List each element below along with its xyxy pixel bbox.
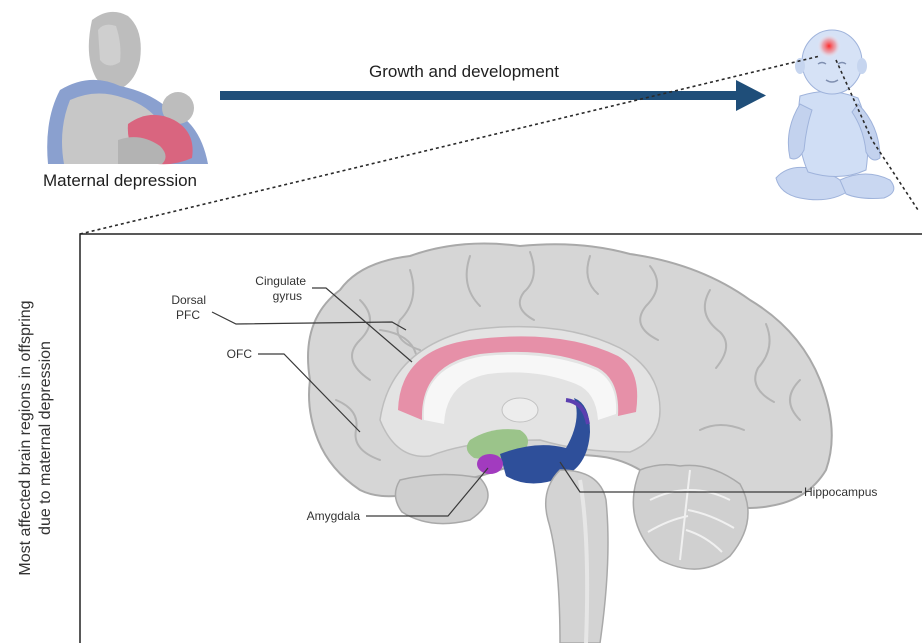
baby-icon <box>776 30 894 200</box>
cingulate-label-line2: gyrus <box>273 289 302 303</box>
cingulate-label-line1: Cingulate <box>255 274 306 288</box>
hippocampus-label: Hippocampus <box>804 485 877 499</box>
amygdala-region <box>477 454 503 474</box>
growth-development-label: Growth and development <box>369 62 559 81</box>
maternal-depression-label: Maternal depression <box>43 171 197 190</box>
brain-illustration <box>308 244 832 643</box>
ofc-label: OFC <box>227 347 253 361</box>
side-title-line2: due to maternal depression <box>37 341 54 535</box>
mother-nursing-icon <box>47 12 208 164</box>
dorsal-pfc-label-line1: Dorsal <box>171 293 206 307</box>
side-title-line1: Most affected brain regions in offspring <box>17 300 34 575</box>
growth-arrow-icon <box>220 80 766 111</box>
dorsal-pfc-label-line2: PFC <box>176 308 200 322</box>
amygdala-label: Amygdala <box>307 509 361 523</box>
